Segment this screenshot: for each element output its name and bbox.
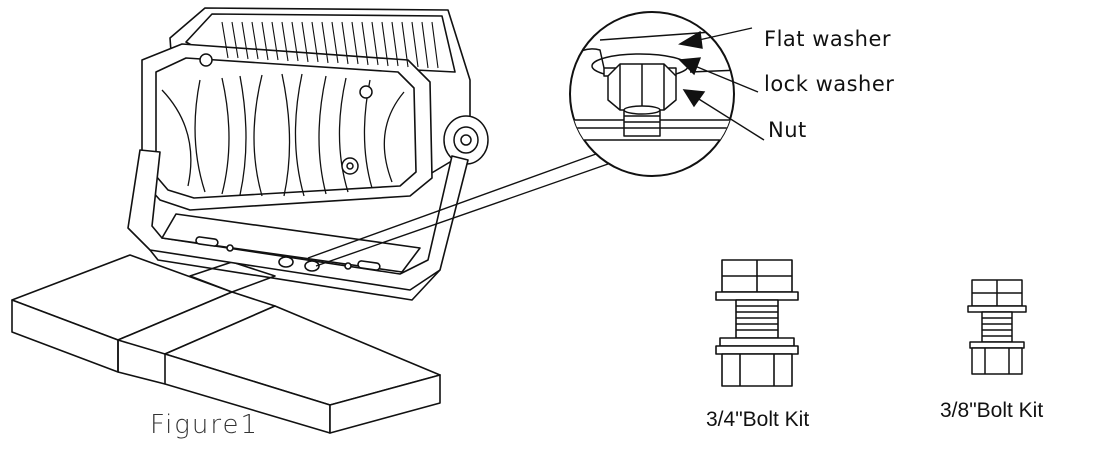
figure-caption: Figure1 — [150, 410, 260, 440]
flat-washer-label: Flat washer — [764, 27, 892, 51]
heat-sink-fins — [221, 21, 439, 69]
adjustment-knob — [199, 53, 489, 175]
front-panel-ribs — [161, 73, 405, 197]
mounting-beam — [11, 254, 441, 434]
light-fixture — [141, 7, 471, 211]
callout-arrows — [678, 27, 765, 141]
bolt-kit-large-drawing — [715, 259, 799, 387]
bolt-kit-large-label: 3/4"Bolt Kit — [706, 408, 810, 431]
detail-leader-lines — [307, 153, 609, 267]
lock-washer-label: lock washer — [764, 72, 895, 96]
u-bracket — [127, 149, 469, 301]
bolt-kit-small-drawing — [967, 279, 1027, 375]
nut-label: Nut — [768, 118, 807, 142]
bolt-kit-small-label: 3/8"Bolt Kit — [940, 399, 1044, 422]
